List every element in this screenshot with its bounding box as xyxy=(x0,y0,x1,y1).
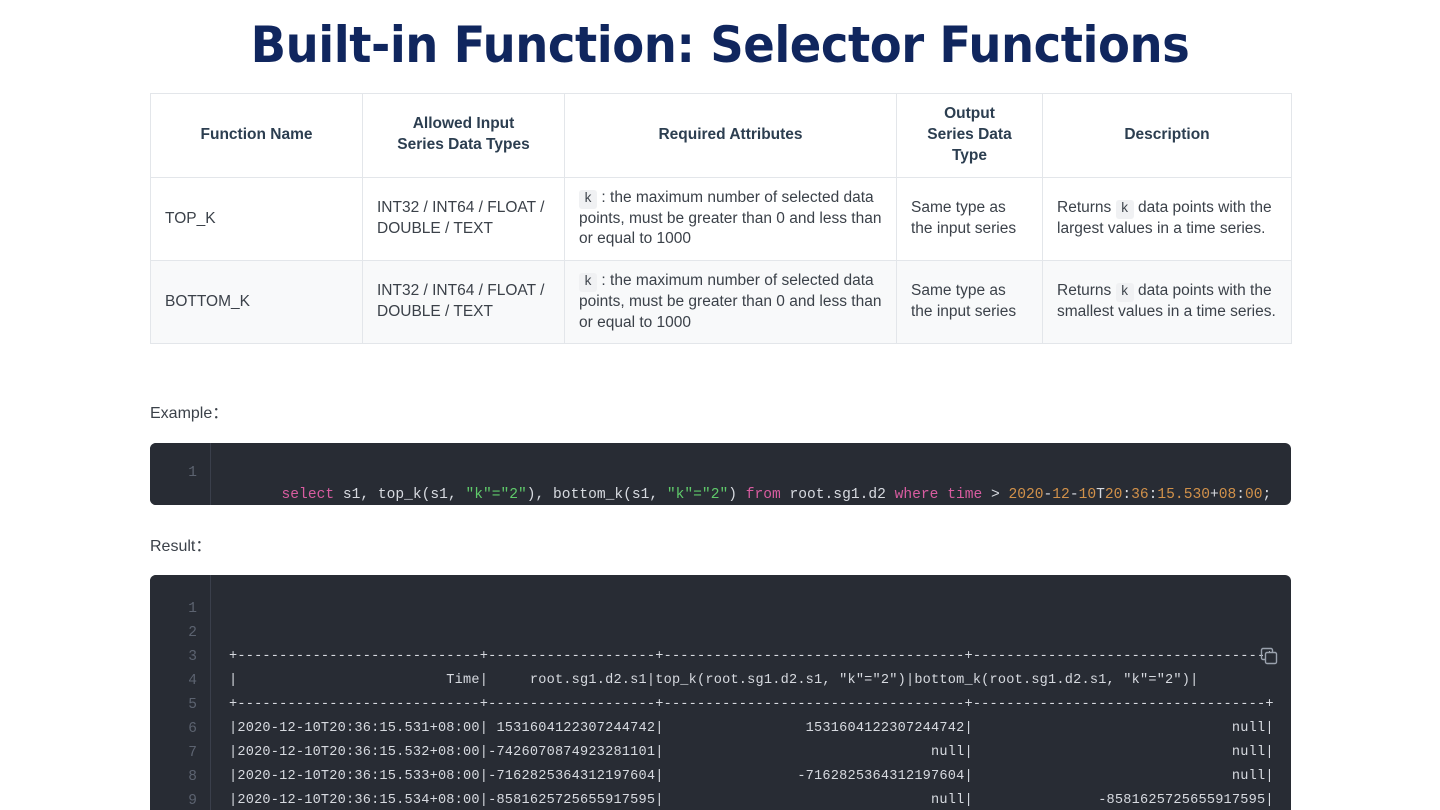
result-line: |2020-12-10T20:36:15.532+08:00|-74260708… xyxy=(229,745,1274,760)
sql-token: select xyxy=(281,487,335,503)
description-code-badge: k xyxy=(1115,200,1134,220)
example-line-number-gutter: 1 xyxy=(150,443,211,505)
cell-input-types: INT32 / INT64 / FLOAT / DOUBLE / TEXT xyxy=(362,259,565,345)
sql-token: : xyxy=(1122,487,1132,503)
copy-icon[interactable] xyxy=(1257,464,1277,484)
cell-function-name: BOTTOM_K xyxy=(150,259,363,345)
result-line: +-----------------------------+---------… xyxy=(229,697,1274,712)
column-header-function-name: Function Name xyxy=(150,93,363,178)
sql-token: : xyxy=(1148,487,1158,503)
sql-token: 00 xyxy=(1245,487,1263,503)
sql-token: + xyxy=(1209,487,1219,503)
result-line: |2020-12-10T20:36:15.531+08:00| 15316041… xyxy=(229,721,1274,736)
attribute-text: : the maximum number of selected data po… xyxy=(579,271,882,331)
sql-token: T xyxy=(1096,487,1105,503)
result-line: +-----------------------------+---------… xyxy=(229,649,1274,664)
cell-description: Returns k data points with the smallest … xyxy=(1042,259,1292,345)
description-suffix: data points with the largest values in a… xyxy=(1057,199,1272,238)
sql-token: ) xyxy=(728,487,746,503)
header-line: Allowed Input xyxy=(412,115,515,133)
sql-token: ; xyxy=(1262,487,1272,503)
sql-token: from xyxy=(745,487,781,503)
cell-output-type: Same type as the input series xyxy=(896,259,1043,345)
sql-token: - xyxy=(1069,487,1079,503)
cell-required-attributes: k : the maximum number of selected data … xyxy=(564,176,897,261)
sql-token: 08 xyxy=(1218,487,1237,503)
line-number: 4 xyxy=(188,673,197,689)
line-number: 3 xyxy=(188,649,197,665)
sql-token: 10 xyxy=(1078,487,1097,503)
table-row: TOP_K INT32 / INT64 / FLOAT / DOUBLE / T… xyxy=(150,176,1292,261)
attribute-code-badge: k xyxy=(579,272,598,292)
line-number: 5 xyxy=(188,697,197,713)
table-body: TOP_K INT32 / INT64 / FLOAT / DOUBLE / T… xyxy=(150,176,1292,345)
sql-token: ), bottom_k(s1, xyxy=(526,487,667,503)
result-line: |2020-12-10T20:36:15.534+08:00|-85816257… xyxy=(229,793,1274,808)
line-number: 2 xyxy=(188,625,197,641)
attribute-code-badge: k xyxy=(579,189,598,209)
result-output-block: 1 2 3 4 5 6 7 8 9 +-----------------------------… xyxy=(150,575,1291,810)
column-header-output-series-data-type: Output Series Data Type xyxy=(896,93,1043,178)
description-code-badge: k xyxy=(1115,283,1134,303)
example-sql-code[interactable]: select s1, top_k(s1, "k"="2"), bottom_k(… xyxy=(211,443,1291,505)
description-suffix: data points with the smallest values in … xyxy=(1057,282,1276,321)
sql-token: "k"="2" xyxy=(666,487,729,503)
line-number: 1 xyxy=(188,465,197,481)
line-number: 1 xyxy=(188,601,197,617)
sql-token: - xyxy=(1043,487,1053,503)
attribute-text: : the maximum number of selected data po… xyxy=(579,188,882,248)
sql-token xyxy=(938,487,947,503)
header-line: Function Name xyxy=(200,125,313,143)
table-header: Function Name Allowed Input Series Data … xyxy=(150,93,1292,178)
table-header-row: Function Name Allowed Input Series Data … xyxy=(150,93,1292,178)
line-number: 9 xyxy=(188,793,197,809)
sql-token: 36 xyxy=(1131,487,1149,503)
header-line: Required Attributes xyxy=(658,125,803,143)
sql-token: : xyxy=(1236,487,1246,503)
header-line: Description xyxy=(1124,125,1210,143)
sql-token: s1, top_k(s1, xyxy=(334,487,466,503)
cell-input-types: INT32 / INT64 / FLOAT / DOUBLE / TEXT xyxy=(362,176,565,261)
cell-output-type: Same type as the input series xyxy=(896,176,1043,261)
selector-functions-table: Function Name Allowed Input Series Data … xyxy=(150,93,1292,345)
table-row: BOTTOM_K INT32 / INT64 / FLOAT / DOUBLE … xyxy=(150,259,1292,345)
sql-token: 2020 xyxy=(1008,487,1044,503)
sql-token: time xyxy=(947,487,983,503)
line-number: 7 xyxy=(188,745,197,761)
line-number: 8 xyxy=(188,769,197,785)
line-number: 6 xyxy=(188,721,197,737)
sql-token: root.sg1.d2 xyxy=(780,487,895,503)
column-header-description: Description xyxy=(1042,93,1292,178)
cell-description: Returns k data points with the largest v… xyxy=(1042,176,1292,261)
sql-token-stream: select s1, top_k(s1, "k"="2"), bottom_k(… xyxy=(282,487,1272,503)
cell-function-name: TOP_K xyxy=(150,176,363,261)
sql-token: > xyxy=(982,487,1009,503)
description-prefix: Returns xyxy=(1057,282,1112,300)
result-line-stream: +-----------------------------+---------… xyxy=(229,645,1291,810)
column-header-required-attributes: Required Attributes xyxy=(564,93,897,178)
description-prefix: Returns xyxy=(1057,199,1112,217)
page-title: Built-in Function: Selector Functions xyxy=(250,16,1190,74)
example-label: Example： xyxy=(150,405,229,422)
copy-icon[interactable] xyxy=(1259,598,1279,665)
sql-token: 12 xyxy=(1052,487,1070,503)
example-code-block: 1 select s1, top_k(s1, "k"="2"), bottom_… xyxy=(150,443,1291,505)
result-output-text[interactable]: +-----------------------------+---------… xyxy=(211,575,1291,810)
cell-required-attributes: k : the maximum number of selected data … xyxy=(564,259,897,345)
sql-token: "k"="2" xyxy=(465,487,527,503)
header-line: Series Data xyxy=(927,125,1012,143)
header-line: Type xyxy=(951,146,988,164)
column-header-allowed-input-types: Allowed Input Series Data Types xyxy=(362,93,565,178)
result-line-number-gutter: 1 2 3 4 5 6 7 8 9 xyxy=(150,575,211,810)
sql-token: 20 xyxy=(1104,487,1123,503)
result-label: Result： xyxy=(150,538,212,555)
sql-token: where xyxy=(894,487,939,503)
sql-token: 15.530 xyxy=(1157,487,1210,503)
result-line: | Time| root.sg1.d2.s1|top_k(root.sg1.d2… xyxy=(229,673,1199,688)
header-line: Series Data Types xyxy=(397,136,530,154)
result-line: |2020-12-10T20:36:15.533+08:00|-71628253… xyxy=(229,769,1274,784)
header-line: Output xyxy=(944,105,995,122)
